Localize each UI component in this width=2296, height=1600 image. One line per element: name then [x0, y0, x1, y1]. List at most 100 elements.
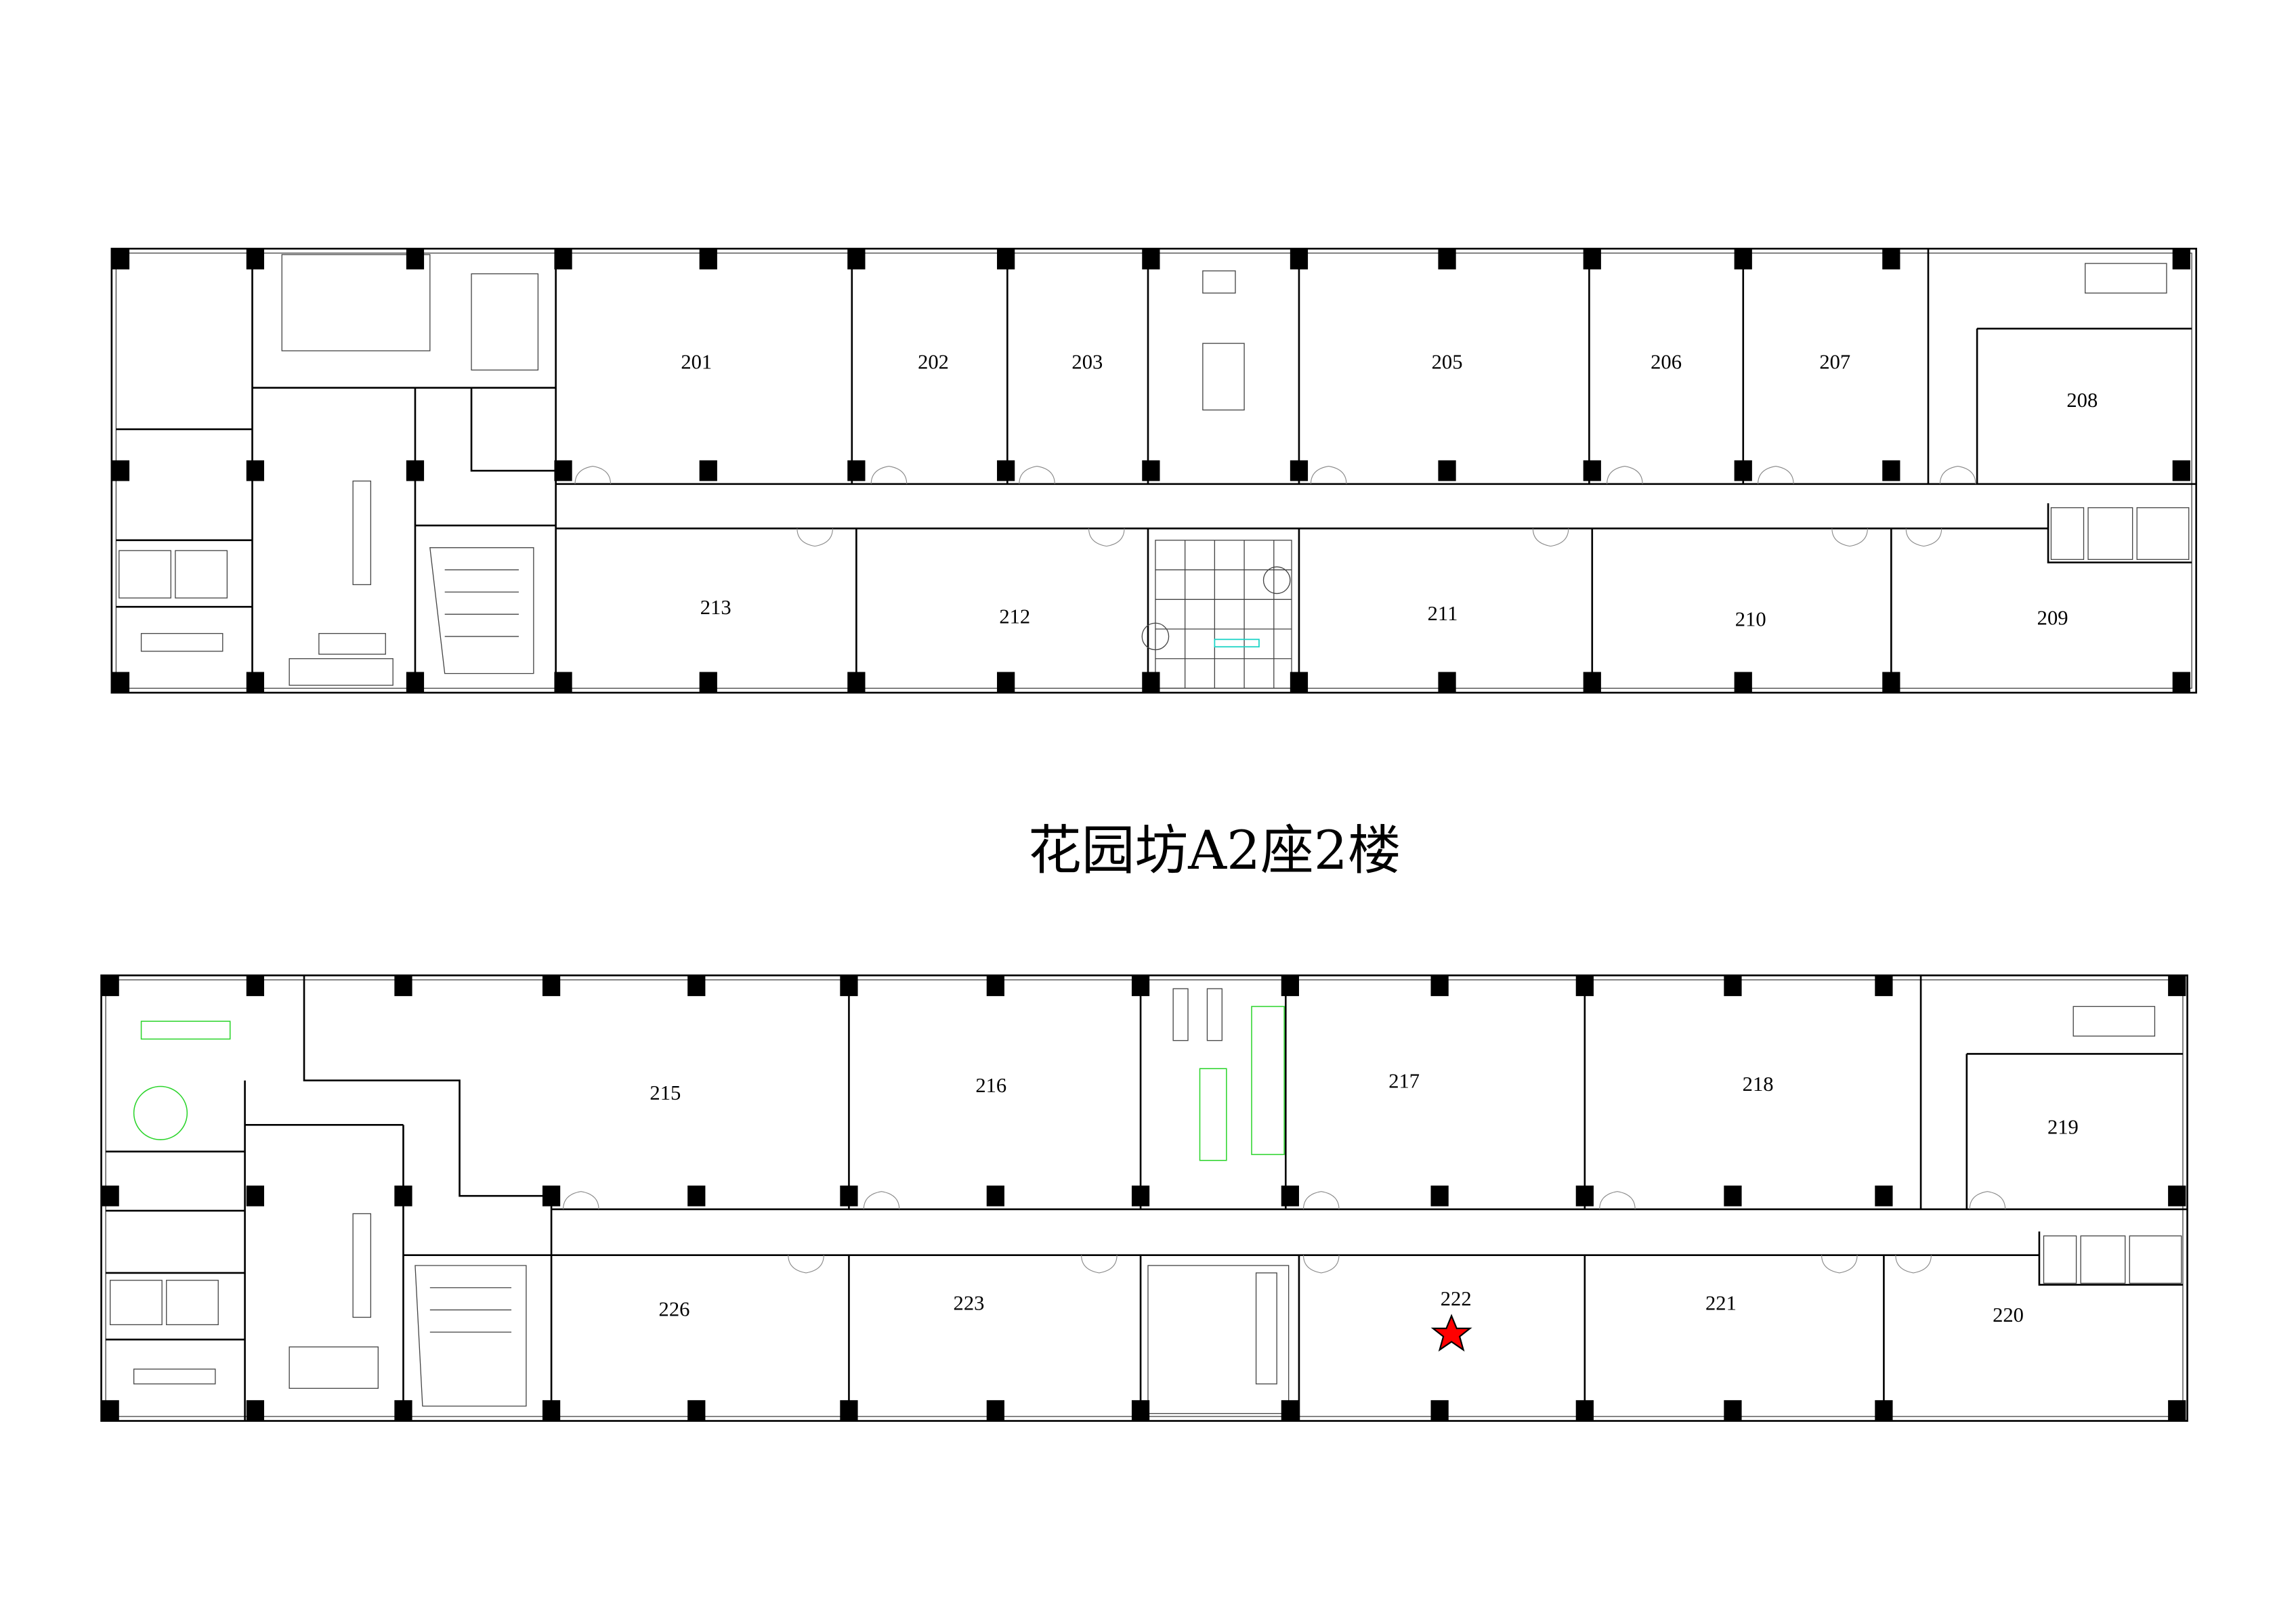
door	[563, 1191, 599, 1209]
column	[986, 1400, 1004, 1421]
column	[1724, 1400, 1742, 1421]
column	[840, 975, 858, 997]
column	[1583, 460, 1601, 481]
column	[1575, 1185, 1594, 1207]
column	[246, 1400, 264, 1421]
room-221-label: 221	[1705, 1292, 1737, 1315]
column	[1438, 248, 1456, 269]
door	[1821, 1255, 1858, 1274]
door	[1599, 1191, 1636, 1209]
door	[1532, 528, 1569, 547]
column	[840, 1400, 858, 1421]
door	[1969, 1191, 2006, 1209]
door	[796, 528, 833, 547]
central-stair	[1147, 1265, 1290, 1414]
room-226-label: 226	[659, 1297, 690, 1320]
column	[246, 975, 264, 997]
door	[1895, 1255, 1932, 1274]
room-202-label: 202	[918, 350, 949, 373]
column	[1281, 1185, 1299, 1207]
door	[1019, 466, 1055, 484]
column	[101, 975, 119, 997]
column	[847, 460, 866, 481]
column	[111, 248, 130, 269]
room-218-label: 218	[1743, 1073, 1774, 1096]
column	[1882, 460, 1900, 481]
column	[1575, 975, 1594, 997]
column	[1438, 672, 1456, 693]
room-208-label: 208	[2066, 389, 2098, 412]
top-floor-plan: 201 202 203 205 206 207 208 213 212 211 …	[110, 247, 2197, 694]
room-223-label: 223	[954, 1292, 985, 1315]
column	[1290, 248, 1309, 269]
column	[2172, 460, 2190, 481]
column	[847, 672, 866, 693]
column	[1734, 672, 1752, 693]
column	[840, 1185, 858, 1207]
column	[394, 975, 412, 997]
door	[1758, 466, 1794, 484]
column	[2172, 248, 2190, 269]
door	[1302, 1191, 1340, 1209]
room-212-label: 212	[999, 605, 1030, 628]
central-meeting-room	[1172, 988, 1285, 1161]
door	[870, 466, 908, 484]
column	[542, 1185, 561, 1207]
room-215-label: 215	[650, 1081, 681, 1104]
room-205-label: 205	[1432, 350, 1463, 373]
column	[1281, 975, 1299, 997]
column	[997, 460, 1015, 481]
column	[687, 1400, 706, 1421]
column	[111, 460, 130, 481]
bottom-floor-plan: 215 216 217 218 219 226 223 222 221 220	[100, 974, 2188, 1422]
column	[2172, 672, 2190, 693]
column	[2168, 1185, 2186, 1207]
column	[406, 248, 425, 269]
room-210-label: 210	[1735, 608, 1766, 631]
column	[1281, 1400, 1299, 1421]
door	[1302, 1255, 1340, 1274]
door	[1607, 466, 1643, 484]
room-206-label: 206	[1651, 350, 1682, 373]
column	[1142, 672, 1160, 693]
column	[1438, 460, 1456, 481]
column	[1290, 460, 1309, 481]
column	[1875, 1185, 1893, 1207]
room-201-label: 201	[681, 350, 712, 373]
column	[1430, 1185, 1449, 1207]
room-220-label: 220	[1993, 1303, 2024, 1326]
column	[1875, 1400, 1893, 1421]
column	[2168, 975, 2186, 997]
door	[1088, 528, 1125, 547]
room-213-label: 213	[700, 596, 731, 619]
column	[1724, 1185, 1742, 1207]
column	[1430, 1400, 1449, 1421]
column	[1583, 248, 1601, 269]
door	[574, 466, 612, 484]
column	[847, 248, 866, 269]
room-211-label: 211	[1428, 602, 1458, 625]
column	[554, 460, 572, 481]
column	[1575, 1400, 1594, 1421]
column	[406, 460, 425, 481]
column	[997, 672, 1015, 693]
column	[687, 1185, 706, 1207]
column	[554, 248, 572, 269]
room-219-label: 219	[2047, 1115, 2079, 1138]
column	[246, 1185, 264, 1207]
column	[394, 1400, 412, 1421]
room-207-label: 207	[1819, 350, 1850, 373]
star-icon	[1430, 1314, 1472, 1352]
column	[542, 975, 561, 997]
column	[986, 975, 1004, 997]
column	[554, 672, 572, 693]
column	[1290, 672, 1309, 693]
door	[1939, 466, 1976, 484]
column	[246, 672, 264, 693]
column	[1875, 975, 1893, 997]
column	[1882, 248, 1900, 269]
column	[1734, 248, 1752, 269]
column	[1430, 975, 1449, 997]
column	[1583, 672, 1601, 693]
column	[699, 460, 717, 481]
